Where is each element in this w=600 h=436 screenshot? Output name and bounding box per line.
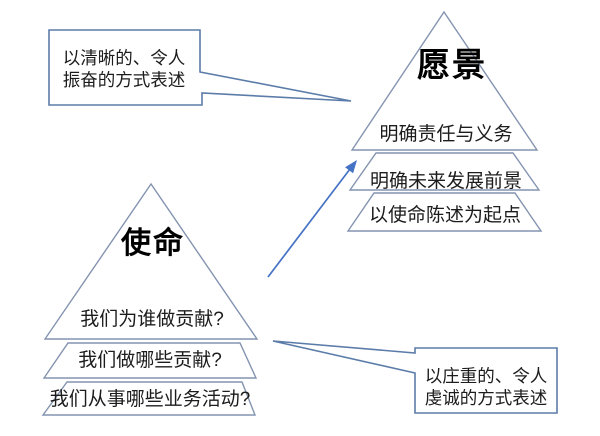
mission-title: 使命	[120, 226, 185, 260]
vision-level-2: 明确未来发展前景	[370, 170, 522, 192]
vision-callout-bubble	[48, 29, 352, 106]
vision-level-1: 明确责任与义务	[379, 123, 512, 145]
vision-pyramid: 愿景 明确责任与义务 明确未来发展前景 以使命陈述为起点	[346, 10, 543, 232]
arrow-head-icon	[345, 160, 357, 174]
mission-pyramid-bottom-slice	[41, 381, 257, 416]
mission-callout-line-2: 虔诚的方式表述	[425, 388, 548, 408]
vision-callout-line-2: 振奋的方式表述	[63, 70, 186, 90]
mission-callout: 以庄重的、令人 虔诚的方式表述	[272, 340, 558, 414]
mission-to-vision-arrow	[267, 160, 357, 278]
mission-pyramid: 使命 我们为谁做贡献? 我们做哪些贡献? 我们从事哪些业务活动?	[41, 182, 259, 416]
vision-pyramid-bottom-slice	[346, 192, 543, 232]
vision-callout: 以清晰的、令人 振奋的方式表述	[48, 29, 352, 106]
mission-level-1: 我们为谁做贡献?	[80, 308, 224, 330]
vision-pyramid-top-slice	[350, 10, 539, 151]
mission-level-3: 我们从事哪些业务活动?	[50, 388, 251, 410]
mission-callout-line-1: 以庄重的、令人	[425, 366, 548, 386]
mission-pyramid-middle-slice	[42, 342, 258, 379]
mission-callout-bubble	[272, 340, 558, 414]
arrow-shaft	[267, 168, 351, 278]
vision-pyramid-middle-slice	[348, 152, 541, 191]
vision-callout-line-1: 以清晰的、令人	[63, 48, 186, 68]
mission-level-2: 我们做哪些贡献?	[78, 349, 222, 371]
vision-level-3: 以使命陈述为起点	[369, 204, 521, 226]
mission-pyramid-top-slice	[43, 182, 259, 340]
vision-title: 愿景	[417, 46, 487, 83]
